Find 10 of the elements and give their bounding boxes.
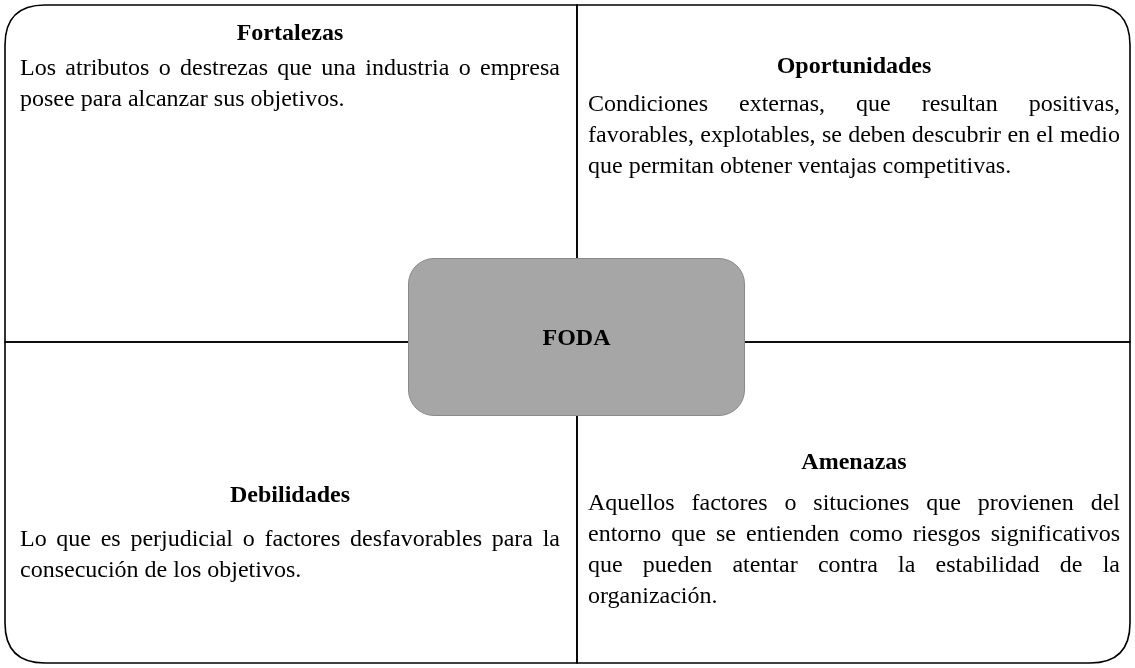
quadrant-heading: Amenazas: [800, 447, 908, 476]
quadrant-heading: Oportunidades: [775, 51, 933, 80]
quadrant-description: Lo que es perjudicial o factores desfavorables para la consecución de los objetivos.: [20, 524, 560, 584]
center-box: [408, 258, 745, 416]
quadrant-heading: Debilidades: [229, 480, 351, 509]
quadrant-heading: Fortalezas: [235, 18, 345, 47]
quadrant-description: Los atributos o destrezas que una industria o empresa posee para alcanzar sus objetivos.: [20, 53, 560, 113]
center-label: FODA: [542, 323, 611, 351]
quadrant-description: Condiciones externas, que resultan positivas, favorables, explotables, se deben descubrir en el medio que permitan obtener ventajas competitivas.: [588, 89, 1120, 180]
quadrant-description: Aquellos factores o situciones que provienen del entorno que se entienden como riesgos significativos que pueden atentar contra la estabilidad de la organización.: [588, 488, 1120, 610]
